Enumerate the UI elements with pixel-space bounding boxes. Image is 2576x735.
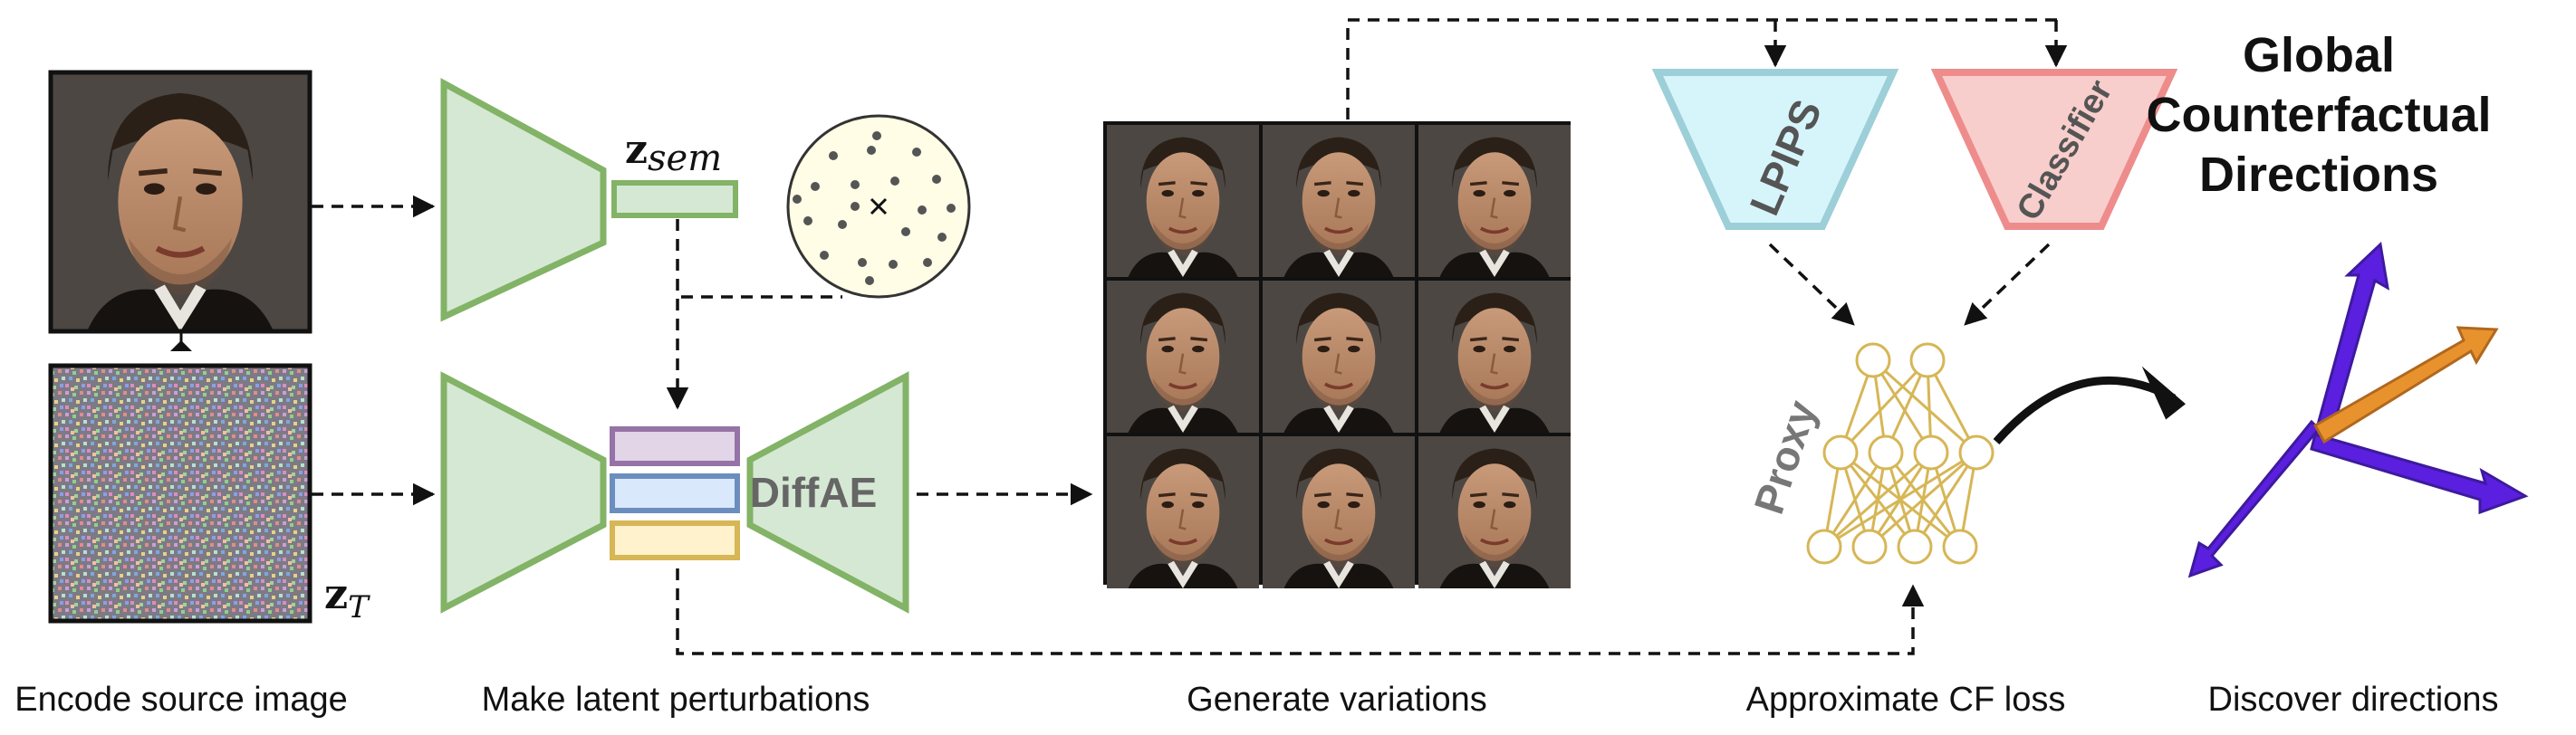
- z-t-label: zT: [324, 569, 370, 625]
- encode-down-arrow: [170, 340, 192, 351]
- title-line-3: Directions: [2198, 148, 2439, 202]
- latent-bar-yellow: [610, 520, 740, 560]
- variation-image: [1263, 125, 1415, 277]
- dashed-line-variations-top: [1346, 18, 2058, 119]
- classifier-model: [1930, 69, 2178, 230]
- latent-bar-blue: [610, 473, 740, 513]
- variation-image: [1107, 125, 1259, 277]
- latent-bar-purple: [610, 426, 740, 466]
- caption-approx: Approximate CF loss: [1745, 681, 2066, 719]
- curved-arrow: [1993, 377, 2177, 444]
- dashed-arrow-classifier-to-proxy: [1964, 243, 2051, 326]
- dashed-arrow-lpips-to-proxy: [1768, 243, 1855, 326]
- variation-image: [1263, 436, 1415, 588]
- caption-generate: Generate variations: [1187, 681, 1487, 719]
- variation-image: [1107, 281, 1259, 433]
- proxy-network: [1806, 342, 1994, 565]
- title-line-2: Counterfactual: [2146, 88, 2492, 142]
- diffae-encoder-trapezoid: [440, 371, 607, 614]
- variations-grid: [1103, 121, 1571, 588]
- latent-sample-circle: [786, 114, 971, 299]
- proxy-label: Proxy: [1745, 395, 1825, 520]
- diffae-decoder-trapezoid: [746, 371, 909, 614]
- semantic-encoder-trapezoid: [440, 78, 607, 322]
- variation-image: [1263, 281, 1415, 433]
- source-face-image: [48, 70, 312, 334]
- lpips-model: [1651, 69, 1899, 230]
- z-sem-bar: [611, 180, 738, 218]
- z-sem-label: zsem: [625, 127, 722, 179]
- dashed-arrow-perturbation-to-proxy: [676, 568, 1925, 655]
- caption-perturb: Make latent perturbations: [481, 681, 870, 719]
- noise-image: [48, 363, 312, 624]
- variation-image: [1418, 281, 1571, 433]
- title-line-1: Global: [2242, 28, 2396, 82]
- variation-image: [1107, 436, 1259, 588]
- variation-image: [1418, 125, 1571, 277]
- direction-arrows: [2187, 241, 2529, 578]
- caption-encode: Encode source image: [14, 681, 348, 719]
- variation-image: [1418, 436, 1571, 588]
- diffae-label: DiffAE: [750, 469, 878, 516]
- caption-discover: Discover directions: [2207, 681, 2499, 719]
- title: Global Counterfactual Directions: [2146, 25, 2491, 205]
